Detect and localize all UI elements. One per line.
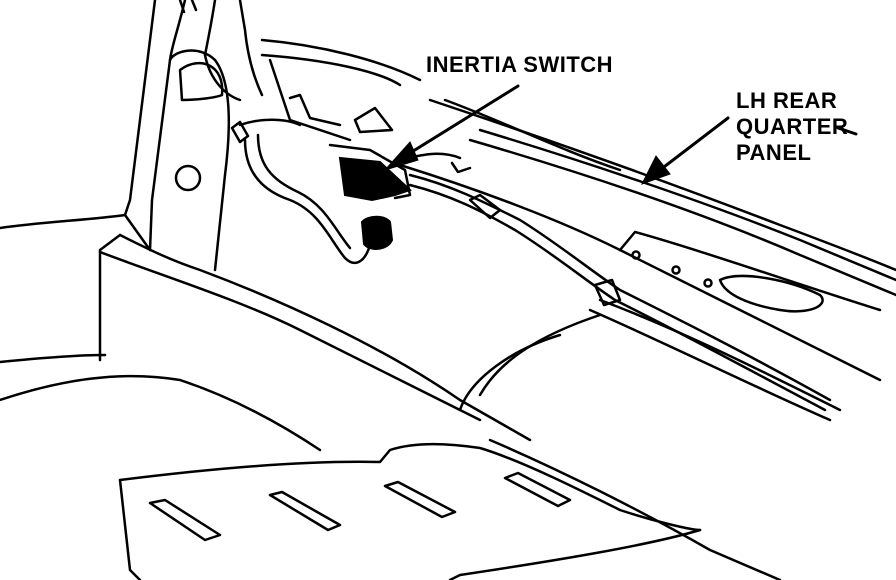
lh-rear-quarter-panel-label: LH REAR QUARTER PANEL — [736, 88, 848, 166]
label-line-1: LH REAR — [736, 88, 838, 113]
c-pillar — [0, 0, 264, 272]
inertia-switch-label: INERTIA SWITCH — [426, 52, 614, 77]
inertia-switch-pointer-arrow — [383, 84, 520, 171]
quarter-panel-pointer-arrow — [640, 116, 858, 185]
label-line-3: PANEL — [736, 140, 812, 165]
trunk-floor — [0, 233, 782, 580]
label-line-2: QUARTER — [736, 114, 849, 139]
wiring-harness — [408, 173, 832, 412]
switch-wire-loop — [230, 118, 372, 265]
electrical-connector — [360, 215, 394, 250]
floor-panel — [118, 442, 702, 580]
inertia-switch-body — [338, 156, 412, 202]
quarter-panel-edges — [398, 98, 896, 422]
